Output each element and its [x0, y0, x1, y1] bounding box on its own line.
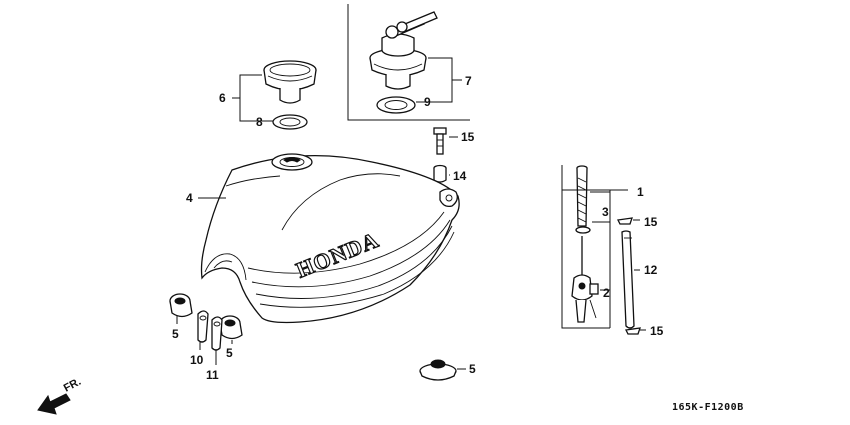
front-direction-marker: FR.	[37, 376, 83, 415]
callout-2: 2	[603, 286, 610, 300]
diagram-code: 165K-F1200B	[672, 402, 744, 413]
bolt-part-13[interactable]	[433, 127, 447, 155]
callout-1: 1	[637, 185, 644, 199]
callout-15-bottom: 15	[650, 324, 664, 338]
direction-label: FR.	[62, 376, 83, 395]
callout-11-right: 11	[206, 368, 219, 382]
callout-14: 12	[644, 263, 658, 277]
fuel-valve-part-2[interactable]	[571, 236, 599, 323]
clip-part-11-left[interactable]	[197, 310, 209, 343]
rubber-cushion-part-5-right[interactable]	[219, 315, 243, 340]
rubber-cushion-part-5-left[interactable]	[169, 293, 193, 318]
tube-clip-part-15-bottom[interactable]	[625, 327, 641, 335]
callout-12: 14	[453, 169, 467, 183]
callout-group-8-10: 7 9	[416, 57, 472, 109]
callout-10: 9	[424, 95, 431, 109]
kit-box-outline	[347, 4, 470, 121]
callout-7: 6	[219, 91, 226, 105]
fuel-tank-part-4[interactable]	[200, 153, 460, 324]
callout-group-7-9: 6 8	[219, 74, 273, 129]
callout-5-right: 5	[226, 346, 233, 360]
rubber-mount-part-6[interactable]	[419, 359, 457, 381]
locking-cap-part-8[interactable]	[369, 11, 438, 90]
callout-13: 15	[461, 130, 475, 144]
callout-15-top: 15	[644, 215, 658, 229]
tube-clip-part-15-top[interactable]	[617, 217, 633, 225]
callout-8: 7	[465, 74, 472, 88]
callout-3: 3	[602, 205, 609, 219]
fuel-cap-part-7[interactable]	[263, 60, 317, 104]
cap-gasket-part-9[interactable]	[272, 114, 308, 130]
callout-5-left: 5	[172, 327, 179, 341]
clip-part-11-right[interactable]	[211, 316, 223, 351]
rubber-part-12[interactable]	[433, 164, 447, 183]
fuel-tube-part-14[interactable]	[621, 230, 635, 329]
strainer-part-3[interactable]	[575, 165, 591, 234]
cap-seal-part-10[interactable]	[376, 96, 416, 114]
callout-9: 8	[256, 115, 263, 129]
callout-6: 5	[469, 362, 476, 376]
callout-11-left: 10	[190, 353, 204, 367]
callout-4: 4	[186, 191, 193, 205]
valve-kit-box-outline	[561, 165, 610, 329]
